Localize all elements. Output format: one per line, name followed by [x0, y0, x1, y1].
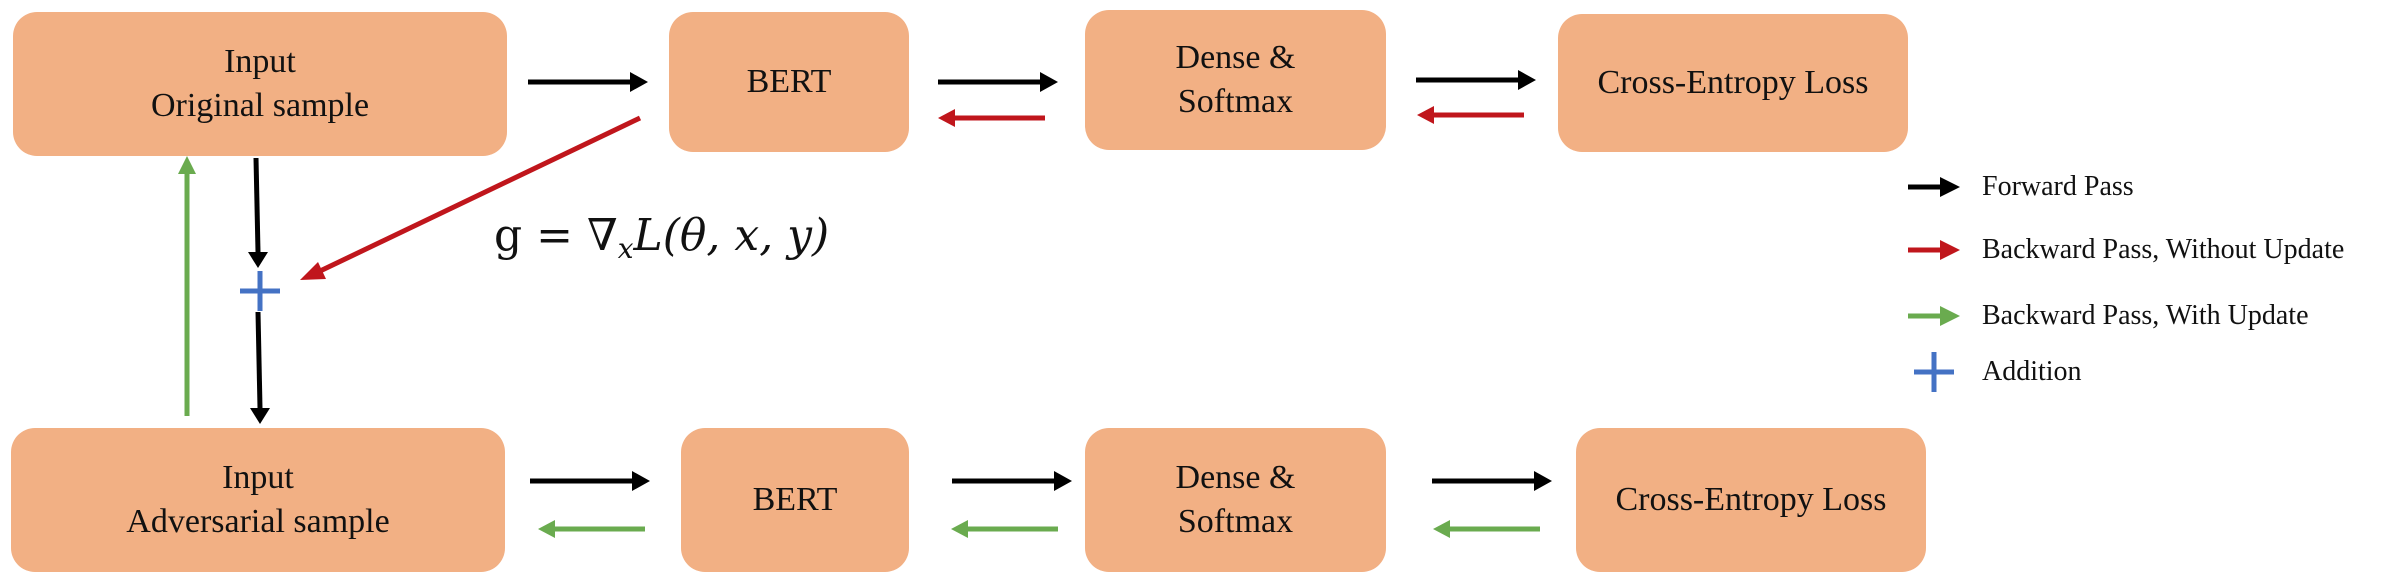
backward-no-update-arrow	[938, 109, 1045, 127]
legend-forward-arrow	[1908, 177, 1960, 197]
top-input-box: Input Original sample	[13, 12, 507, 156]
legend-backward-update-label: Backward Pass, With Update	[1982, 300, 2309, 331]
gradient-arrow	[300, 115, 642, 280]
top-bert-box: BERT	[669, 12, 909, 152]
bottom-bert-label: BERT	[752, 481, 838, 518]
bottom-bert-box: BERT	[681, 428, 909, 572]
backward-update-arrow	[538, 520, 645, 538]
top-loss-label: Cross-Entropy Loss	[1597, 64, 1869, 101]
forward-arrow	[1416, 70, 1536, 90]
forward-arrow	[952, 471, 1072, 491]
top-input-line2: Original sample	[150, 87, 370, 124]
legend-backward-no-update-arrow	[1908, 240, 1960, 260]
top-dense-softmax-box: Dense & Softmax	[1085, 10, 1386, 150]
forward-arrow	[528, 72, 648, 92]
forward-arrow	[938, 72, 1058, 92]
top-bert-label: BERT	[746, 63, 832, 100]
top-input-line1: Input	[224, 43, 296, 80]
gradient-formula: g = ∇xL(θ, x, y)	[494, 210, 829, 265]
bottom-input-box: Input Adversarial sample	[11, 428, 505, 572]
addition-icon	[240, 271, 280, 311]
forward-arrow	[530, 471, 650, 491]
bottom-dense-line1: Dense &	[1175, 459, 1296, 496]
backward-update-arrow	[1433, 520, 1540, 538]
forward-arrow	[250, 311, 270, 424]
forward-arrow	[1432, 471, 1552, 491]
legend-backward-no-update-label: Backward Pass, Without Update	[1982, 234, 2345, 265]
top-dense-line2: Softmax	[1177, 83, 1294, 120]
legend-addition-icon	[1914, 352, 1954, 392]
formula-rhs: L(θ, x, y)	[633, 210, 830, 261]
backward-update-arrow	[951, 520, 1058, 538]
formula-lhs: g	[494, 210, 523, 261]
bottom-input-line1: Input	[222, 459, 294, 496]
bottom-input-line2: Adversarial sample	[126, 503, 390, 540]
backward-update-arrow	[178, 156, 196, 416]
backward-no-update-arrow	[1417, 106, 1524, 124]
top-dense-line1: Dense &	[1175, 39, 1296, 76]
legend-forward-label: Forward Pass	[1982, 171, 2134, 202]
top-loss-box: Cross-Entropy Loss	[1558, 14, 1908, 152]
legend-backward-update-arrow	[1908, 306, 1960, 326]
forward-arrow	[248, 157, 268, 268]
formula-eq: = ∇	[522, 210, 618, 261]
bottom-loss-label: Cross-Entropy Loss	[1615, 481, 1887, 518]
legend-addition-label: Addition	[1982, 356, 2082, 387]
bottom-dense-line2: Softmax	[1177, 503, 1294, 540]
bottom-dense-softmax-box: Dense & Softmax	[1085, 428, 1386, 572]
formula-sub: x	[617, 232, 634, 265]
bottom-loss-box: Cross-Entropy Loss	[1576, 428, 1926, 572]
